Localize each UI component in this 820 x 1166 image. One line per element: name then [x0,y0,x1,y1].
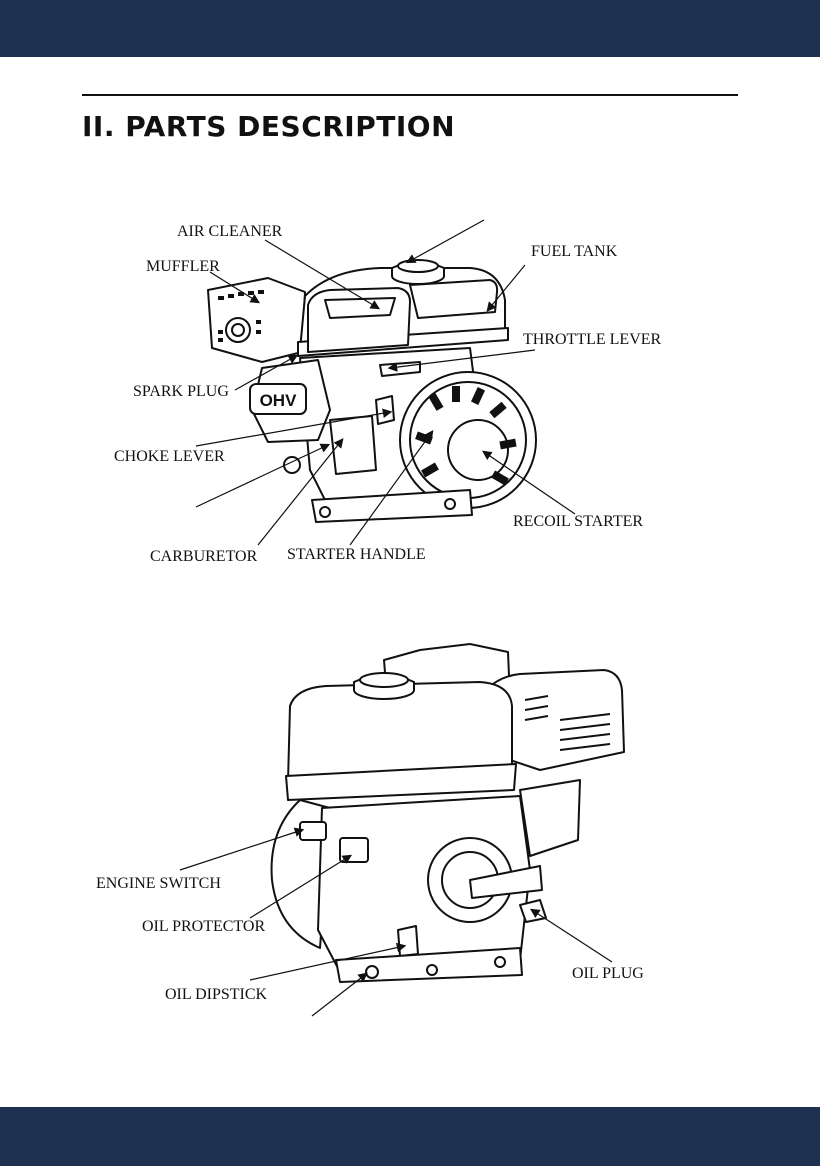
label-air-cleaner: AIR CLEANER [177,224,282,240]
label-choke-lever: CHOKE LEVER [114,449,225,465]
ohv-badge: OHV [260,391,298,410]
label-engine-switch: ENGINE SWITCH [96,876,221,892]
label-starter-handle: STARTER HANDLE [287,547,426,563]
label-muffler: MUFFLER [146,259,220,275]
label-carburetor: CARBURETOR [150,549,257,565]
label-oil-protector: OIL PROTECTOR [142,919,265,935]
label-recoil-starter: RECOIL STARTER [513,514,643,530]
label-oil-plug: OIL PLUG [572,966,644,982]
label-oil-dipstick: OIL DIPSTICK [165,987,267,1003]
label-spark-plug: SPARK PLUG [133,384,229,400]
footer-bar [0,1107,820,1166]
label-fuel-tank: FUEL TANK [531,244,617,260]
engine-front-view [208,260,536,522]
engine-rear-view [272,644,624,982]
label-throttle-lever: THROTTLE LEVER [523,332,661,348]
